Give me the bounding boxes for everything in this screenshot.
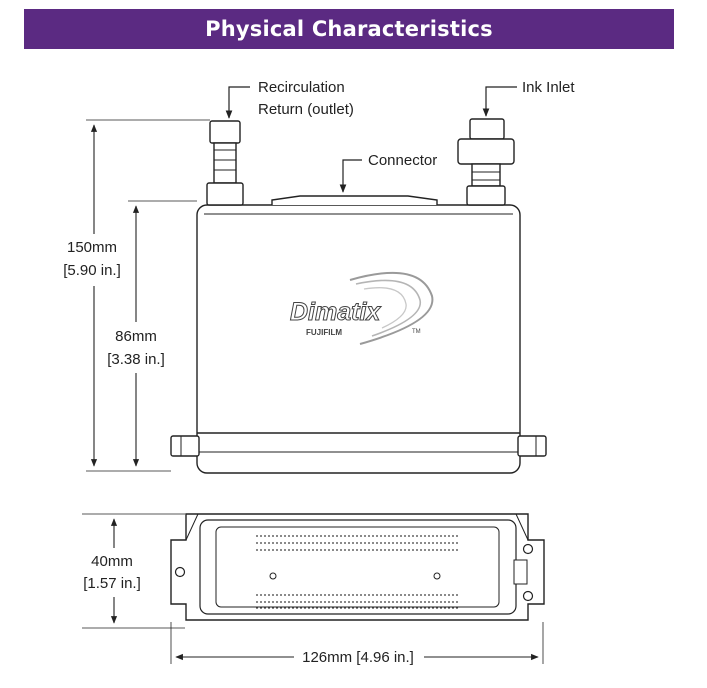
nozzle-plate (215, 526, 500, 608)
mount-hole-right-bottom (522, 590, 534, 602)
depth-in-label: [1.57 in.] (83, 575, 141, 592)
bottom-view (170, 513, 545, 621)
logo-sub: FUJIFILM (306, 328, 342, 337)
recirculation-leader (225, 86, 250, 119)
logo-brand: Dimatix (290, 298, 381, 326)
side-connector-tab (513, 559, 528, 585)
mount-hole-left (174, 566, 186, 578)
height-body-mm-label: 86mm (115, 328, 157, 345)
nozzle-rows (256, 535, 458, 609)
width-label: 126mm [4.96 in.] (302, 649, 414, 666)
title-banner: Physical Characteristics (24, 9, 674, 49)
connector-label: Connector (368, 152, 437, 169)
mount-hole-right-top (522, 543, 534, 555)
depth-mm-label: 40mm (91, 553, 133, 570)
connector-leader (339, 159, 362, 193)
dimension-lines (82, 119, 544, 664)
recirculation-fitting (206, 120, 244, 206)
logo-tm: TM (412, 329, 421, 335)
recirculation-label-line2: Return (outlet) (258, 101, 354, 118)
right-mount-ear (517, 435, 547, 457)
height-total-in-label: [5.90 in.] (63, 262, 121, 279)
connector-block (271, 195, 438, 205)
ink-inlet-fitting (457, 118, 515, 206)
page-title: Physical Characteristics (205, 17, 493, 41)
dimatix-logo: Dimatix FUJIFILM TM (290, 271, 434, 345)
left-mount-ear (170, 435, 200, 457)
ink-inlet-label: Ink Inlet (522, 79, 575, 96)
ink-inlet-leader (482, 86, 517, 117)
front-view (170, 118, 547, 474)
height-total-mm-label: 150mm (67, 239, 117, 256)
label-leaders (225, 86, 517, 193)
recirculation-label-line1: Recirculation (258, 79, 345, 96)
height-body-in-label: [3.38 in.] (107, 351, 165, 368)
